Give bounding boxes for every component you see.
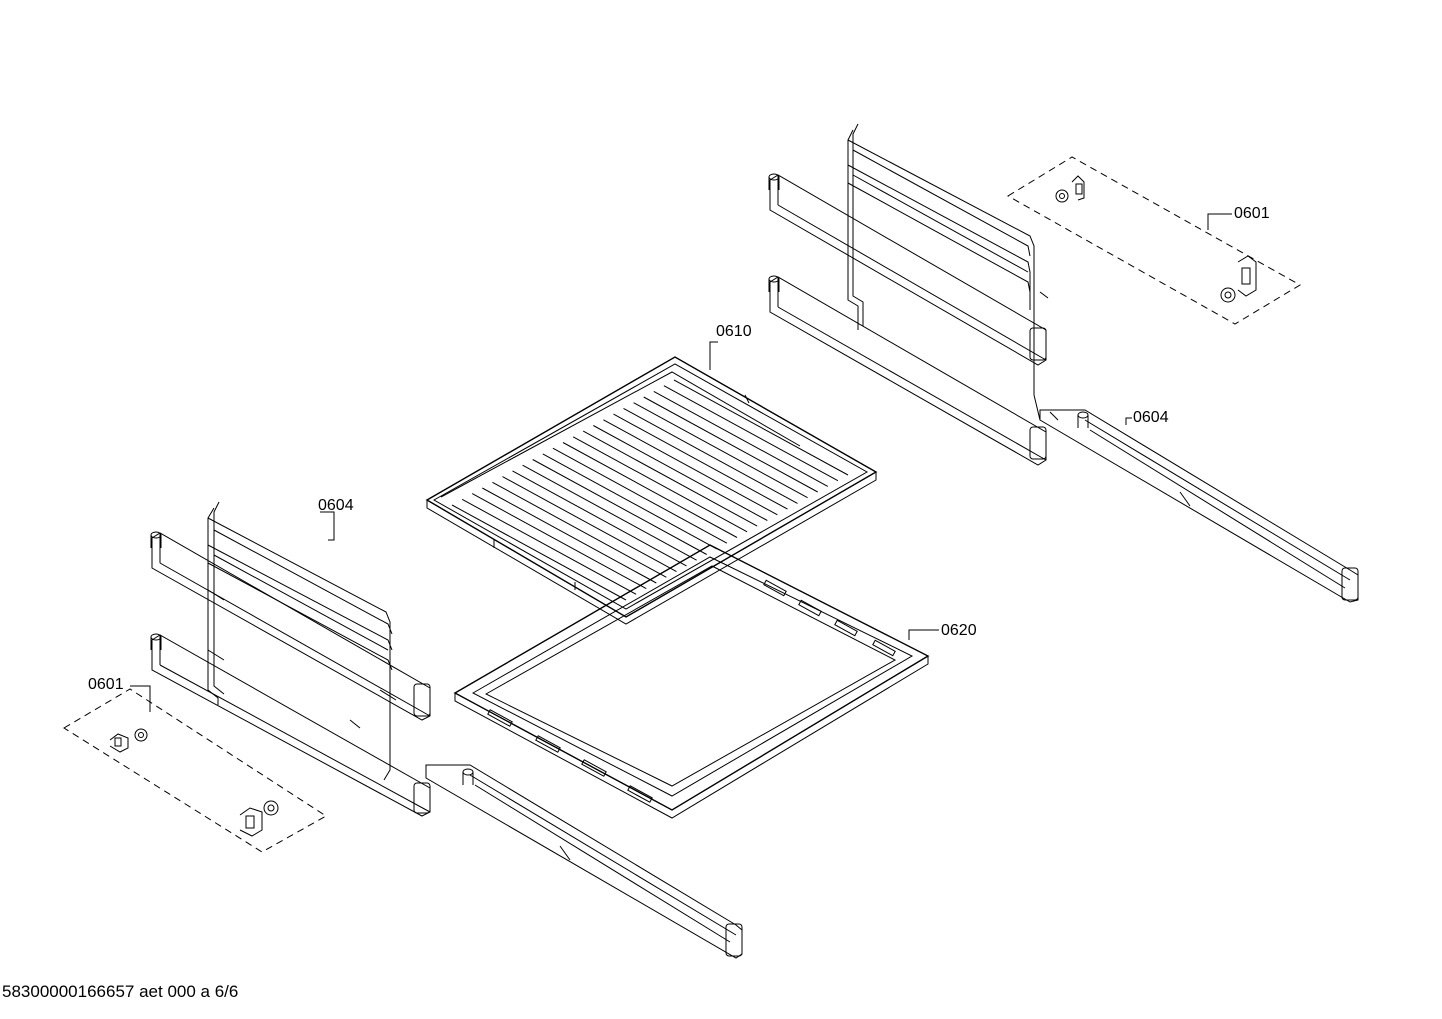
- shelf-wire: [543, 454, 717, 549]
- wire-shelf-grid: [452, 380, 848, 600]
- callout-0620: 0620: [941, 622, 977, 639]
- shelf-wire: [583, 431, 757, 526]
- shelf-wire: [462, 499, 636, 594]
- shelf-wire: [593, 426, 767, 521]
- callout-0601-left: 0601: [88, 676, 124, 693]
- leader-lines: [130, 214, 1232, 712]
- shelf-wire: [513, 471, 687, 566]
- baking-tray-slots: [488, 580, 895, 802]
- shelf-wire: [563, 443, 737, 538]
- shelf-wire: [523, 465, 697, 560]
- shelf-wire: [644, 397, 818, 492]
- document-code: 58300000166657 aet 000 a 6/6: [2, 982, 239, 1001]
- callout-0610: 0610: [716, 323, 752, 340]
- tray-slot: [536, 736, 560, 752]
- shelf-wire: [452, 505, 626, 600]
- wire-shelf-0610: [427, 357, 876, 624]
- callout-0604-left: 0604: [318, 497, 354, 514]
- shelf-wire: [492, 482, 666, 577]
- tray-slot: [488, 710, 512, 726]
- tray-slot: [835, 620, 857, 635]
- callout-0601-top: 0601: [1234, 205, 1270, 222]
- clip-kit-right-0601: [1008, 157, 1300, 324]
- shelf-wire: [573, 437, 747, 532]
- shelf-wire: [553, 448, 727, 543]
- shelf-wire: [603, 420, 777, 515]
- clip-kit-left-0601: [64, 689, 326, 852]
- shelf-wire: [634, 403, 808, 498]
- tray-slot: [582, 760, 606, 776]
- callout-0604-right: 0604: [1133, 409, 1169, 426]
- tray-slot: [628, 786, 652, 802]
- shelf-wire: [654, 391, 828, 486]
- telescopic-rail-right-0604: [769, 124, 1358, 602]
- telescopic-rail-left-0604: [151, 502, 742, 958]
- shelf-wire: [472, 494, 646, 589]
- tray-slot: [873, 640, 895, 655]
- shelf-wire: [482, 488, 656, 583]
- shelf-wire: [664, 386, 838, 481]
- shelf-wire: [674, 380, 848, 475]
- tray-slot: [799, 600, 821, 615]
- shelf-wire: [503, 477, 677, 572]
- shelf-wire: [533, 460, 707, 555]
- baking-tray-0620: [455, 545, 928, 818]
- tray-slot: [764, 580, 786, 595]
- shelf-wire: [624, 408, 798, 503]
- shelf-wire: [614, 414, 788, 509]
